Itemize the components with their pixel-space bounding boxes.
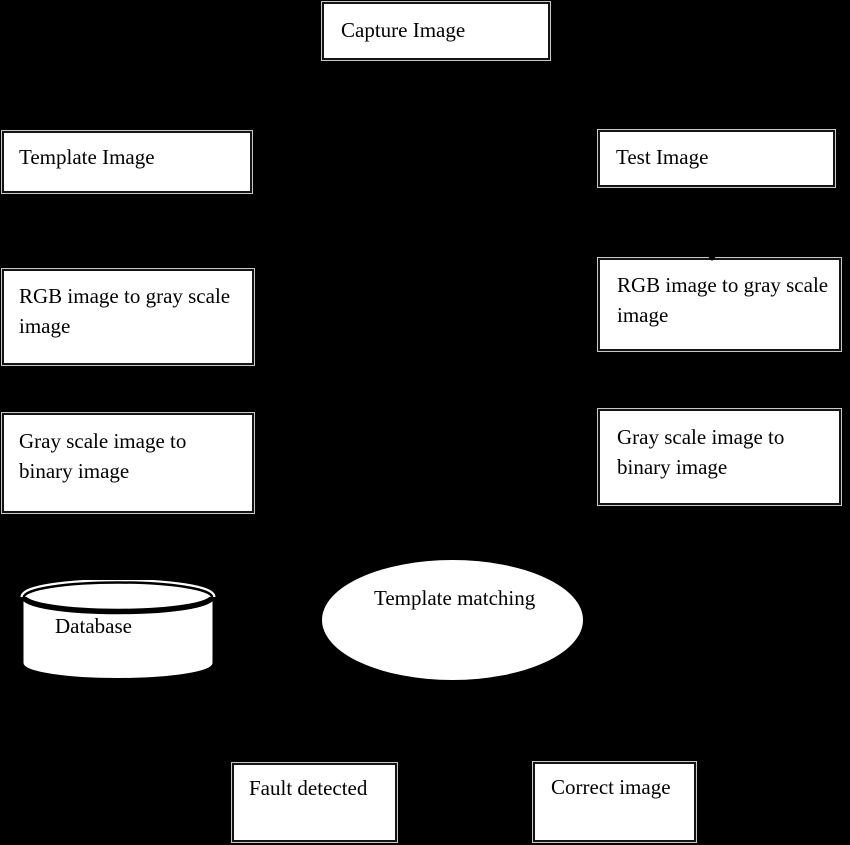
rgb-to-gray-left-label-line2: image	[19, 314, 71, 338]
flow-node-fault-detected: Fault detected	[231, 762, 398, 843]
flow-node-gray-to-binary-left: Gray scale image to binary image	[1, 412, 255, 514]
test-image-label: Test Image	[616, 145, 709, 169]
template-matching-label-line1: Template	[374, 586, 452, 610]
database-cylinder-shape	[20, 579, 216, 678]
gray-to-binary-left-label-line1: Gray scale image to	[19, 429, 187, 453]
template-image-label: Template Image	[19, 145, 155, 169]
database-cylinder	[20, 579, 216, 680]
database-label: Database	[55, 614, 132, 638]
rgb-to-gray-right-label-line2: image	[617, 303, 669, 327]
template-matching-ellipse: Template matching	[322, 560, 583, 680]
flow-node-test-image: Test Image	[597, 129, 836, 188]
template-matching-label: Template matching	[374, 583, 535, 613]
flow-node-gray-to-binary-right: Gray scale image to binary image	[597, 408, 842, 506]
fault-detected-label: Fault detected	[249, 776, 368, 800]
gray-to-binary-right-label-line2: binary image	[617, 455, 728, 479]
flow-node-rgb-to-gray-right: RGB image to gray scale image	[597, 257, 842, 352]
rgb-to-gray-left-label-line1: RGB image to gray scale	[19, 284, 231, 308]
capture-image-label: Capture Image	[341, 18, 466, 42]
flow-node-rgb-to-gray-left: RGB image to gray scale image	[1, 268, 255, 366]
template-matching-label-line2: matching	[457, 586, 536, 610]
gray-to-binary-right-label-line1: Gray scale image to	[617, 425, 785, 449]
down-arrowhead-icon	[705, 253, 719, 261]
flow-node-template-image: Template Image	[1, 130, 253, 194]
flow-node-correct-image: Correct image	[532, 761, 697, 843]
gray-to-binary-left-label-line2: binary image	[19, 459, 130, 483]
rgb-to-gray-right-label-line1: RGB image to gray scale	[617, 273, 829, 297]
flow-node-capture-image: Capture Image	[321, 1, 551, 61]
correct-image-label: Correct image	[551, 775, 671, 799]
